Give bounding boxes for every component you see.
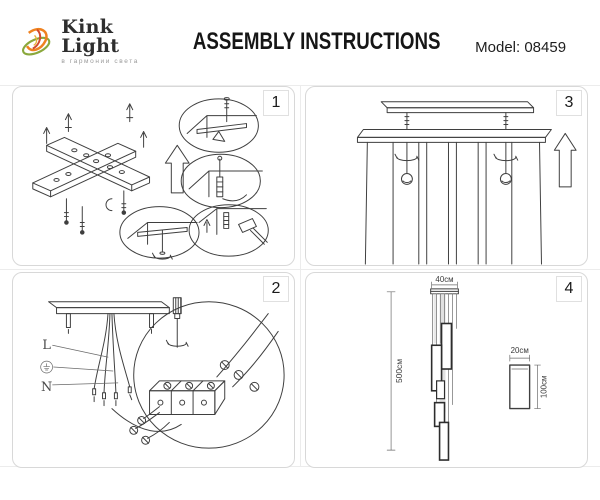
step1-number-badge: 1 bbox=[263, 90, 289, 116]
screw-rotation-assembly bbox=[394, 141, 519, 185]
step4-diagram: 40см bbox=[386, 275, 548, 461]
detail-drill-circle bbox=[178, 97, 259, 153]
suspension-wires bbox=[364, 141, 542, 265]
mounting-bar bbox=[380, 101, 535, 114]
canopy-plate bbox=[356, 129, 552, 143]
step2-number-badge: 2 bbox=[263, 276, 289, 302]
detail-anchor-circle bbox=[180, 153, 263, 209]
step4-panel: 4 40см bbox=[305, 272, 588, 468]
height-dimension-label: 500см bbox=[394, 359, 404, 383]
detail-hammer-circle bbox=[188, 204, 269, 257]
ground-icon bbox=[40, 360, 53, 374]
step3-number-badge: 3 bbox=[556, 90, 582, 116]
tube-width-dimension-line bbox=[509, 354, 530, 362]
label-leader-lines bbox=[52, 344, 119, 386]
brand-logo: Kink Light в гармонии света bbox=[18, 18, 158, 66]
step4-number-badge: 4 bbox=[556, 276, 582, 302]
step2-panel: 2 L N bbox=[12, 272, 295, 468]
detail-screw-circle bbox=[119, 206, 200, 260]
zoom-leader-curve bbox=[111, 408, 182, 432]
light-tubes bbox=[430, 322, 453, 461]
live-wire-label: L bbox=[42, 338, 51, 353]
cross-bracket bbox=[32, 136, 151, 198]
width-dimension-line bbox=[431, 281, 458, 289]
neutral-wire-label: N bbox=[41, 380, 52, 395]
brand-name: Kink Light bbox=[61, 16, 120, 58]
step1-panel: 1 bbox=[12, 86, 295, 266]
tube-height-dimension-line bbox=[534, 364, 541, 409]
step1-diagram bbox=[32, 97, 269, 260]
up-arrow-icon bbox=[164, 144, 190, 194]
height-dimension-line bbox=[386, 291, 396, 451]
terminal-block bbox=[149, 380, 226, 416]
step3-panel: 3 bbox=[305, 86, 588, 266]
screwdriver-icon bbox=[165, 297, 189, 348]
instruction-grid: 1 bbox=[12, 86, 588, 468]
single-tube bbox=[509, 364, 531, 410]
canopy-plate bbox=[430, 288, 459, 295]
terminal-detail-circle bbox=[129, 297, 285, 449]
width-dimension-label: 40см bbox=[435, 275, 453, 284]
step2-diagram: L N bbox=[40, 297, 285, 449]
up-arrow-icon bbox=[553, 132, 577, 188]
tube-width-label: 20см bbox=[511, 346, 529, 355]
header: Kink Light в гармонии света ASSEMBLY INS… bbox=[0, 0, 600, 76]
tube-height-label: 100см bbox=[539, 376, 548, 399]
page-title: ASSEMBLY INSTRUCTIONS bbox=[192, 28, 441, 55]
page-title-wrap: ASSEMBLY INSTRUCTIONS bbox=[158, 28, 475, 56]
model-number: Model: 08459 bbox=[475, 38, 567, 56]
screw-icon bbox=[404, 112, 509, 130]
screw-icon bbox=[63, 190, 127, 235]
anchor-icon bbox=[43, 103, 148, 148]
logo-text: Kink Light в гармонии света bbox=[61, 18, 157, 66]
hammer-icon bbox=[238, 218, 257, 233]
brand-tagline: в гармонии света bbox=[61, 58, 139, 66]
shaded-rod bbox=[433, 293, 437, 344]
step3-diagram bbox=[356, 101, 577, 265]
cable-bundle bbox=[92, 313, 133, 407]
kink-light-logo-icon bbox=[21, 28, 51, 56]
wire-ferrules bbox=[129, 313, 279, 445]
